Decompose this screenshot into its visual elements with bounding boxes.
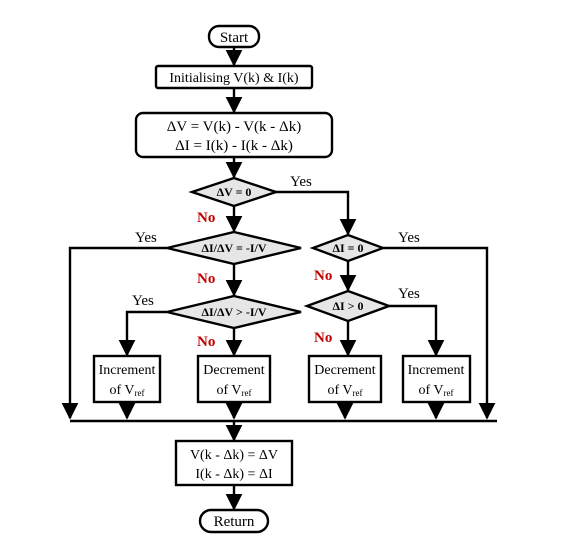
decrement-label-left: Decrement	[203, 363, 265, 378]
decision-di-positive-label: ΔI > 0	[332, 299, 363, 313]
increment-label-left: Increment	[99, 363, 156, 378]
return-label: Return	[214, 514, 255, 530]
di-positive-yes-label: Yes	[398, 286, 420, 302]
dv0-no-label: No	[197, 210, 215, 226]
decrement-vref-box-left	[196, 354, 272, 404]
dv0-yes-label: Yes	[290, 174, 312, 190]
of-vref-label-mid-left: of Vref	[216, 383, 251, 398]
decision-didv-greater-label: ΔI/ΔV > -I/V	[201, 305, 266, 319]
didv-equal-no-label: No	[197, 271, 215, 287]
of-vref-label-mid-right: of Vref	[327, 383, 362, 398]
decision-di-zero-label: ΔI = 0	[332, 241, 363, 255]
didv-greater-yes-label: Yes	[132, 293, 154, 309]
start-label: Start	[220, 30, 249, 46]
update-v-label: V(k - Δk) = ΔV	[190, 448, 278, 463]
arrow-di-positive-yes	[389, 304, 445, 357]
decision-dv-zero-label: ΔV = 0	[217, 185, 252, 199]
update-i-label: I(k - Δk) = ΔI	[195, 467, 273, 482]
di-positive-no-label: No	[314, 330, 332, 346]
arrow-di-zero-yes	[383, 246, 496, 420]
decision-didv-equal-label: ΔI/ΔV = -I/V	[201, 241, 266, 255]
of-vref-label-left: of Vref	[109, 383, 144, 398]
didv-equal-yes-label: Yes	[135, 230, 157, 246]
init-label: Initialising V(k) & I(k)	[169, 71, 299, 86]
decrement-label-right: Decrement	[314, 363, 376, 378]
of-vref-label-right: of Vref	[418, 383, 453, 398]
arrow-dv0-yes	[276, 190, 357, 236]
decrement-vref-box-right	[307, 354, 383, 404]
increment-label-right: Increment	[408, 363, 465, 378]
delta-i-label: ΔI = I(k) - I(k - Δk)	[175, 138, 293, 154]
di-zero-yes-label: Yes	[398, 230, 420, 246]
didv-greater-no-label: No	[197, 334, 215, 350]
di-zero-no-label: No	[314, 268, 332, 284]
delta-v-label: ΔV = V(k) - V(k - Δk)	[167, 119, 301, 135]
update-box	[174, 439, 294, 487]
arrow-didv-greater-yes	[118, 310, 167, 357]
arrow-didv-equal-yes	[61, 246, 167, 420]
return-terminal	[198, 508, 270, 534]
